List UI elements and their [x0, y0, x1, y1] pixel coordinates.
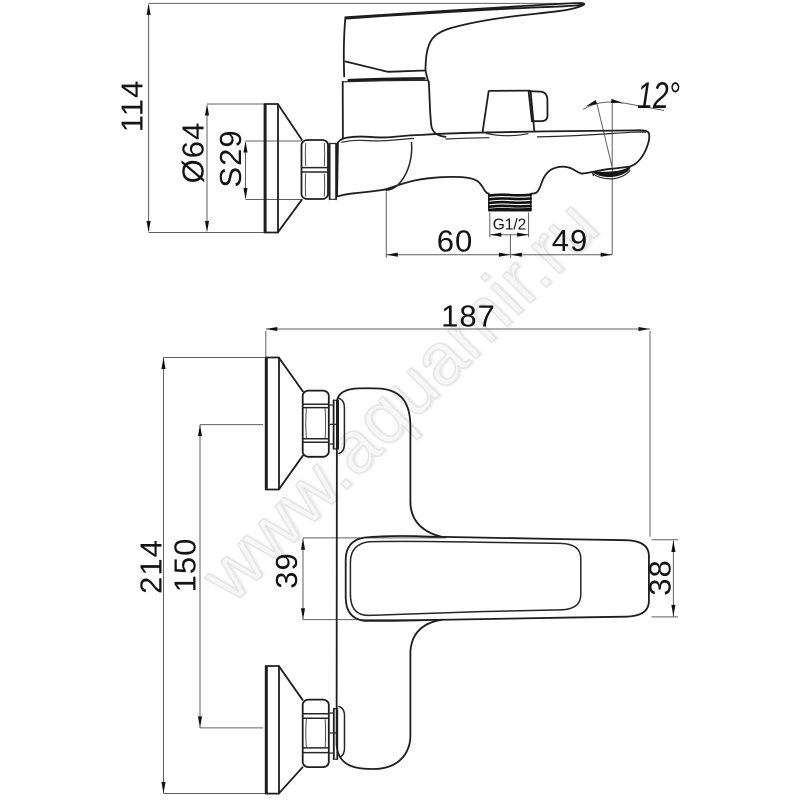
svg-text:187: 187	[441, 299, 496, 334]
svg-text:G1/2: G1/2	[493, 217, 527, 234]
svg-text:S29: S29	[213, 129, 248, 187]
svg-text:60: 60	[437, 224, 473, 259]
svg-text:214: 214	[134, 539, 169, 594]
svg-text:150: 150	[168, 538, 203, 593]
svg-text:Ø64: Ø64	[176, 122, 211, 184]
svg-text:114: 114	[115, 80, 150, 132]
svg-text:39: 39	[269, 552, 304, 588]
svg-text:49: 49	[552, 223, 588, 258]
svg-text:12°: 12°	[637, 75, 680, 116]
svg-text:38: 38	[643, 559, 678, 595]
